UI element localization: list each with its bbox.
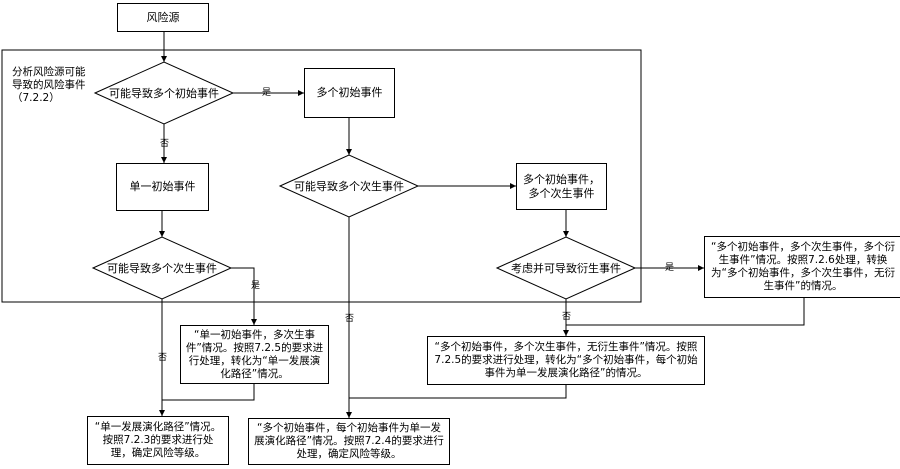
group-label: 分析风险源可能导致的风险事件（7.2.2） (12, 66, 86, 104)
edge-note-single-to-result (162, 384, 255, 401)
multi-initial-secondary-line1: 多个初始事件， (523, 172, 600, 186)
multi-initial-secondary-box: 多个初始事件， 多个次生事件 (516, 163, 607, 210)
note-multi-no-derivative-box: “多个初始事件，多个次生事件，无衍生事件”情况。按照7.2.5的要求进行处理，转… (427, 336, 705, 385)
decision-derivative: 考虑并可导致衍生事件 (511, 262, 621, 275)
risk-source-box: 风险源 (117, 3, 209, 32)
edge-deriv-note-return (566, 298, 805, 326)
single-initial-box: 单一初始事件 (116, 163, 209, 211)
result-multi-path-box: “多个初始事件，每个初始事件为单一发展演化路径”情况。按照7.2.4的要求进行处… (248, 418, 450, 465)
label-no-d1: 否 (160, 139, 170, 149)
result-single-path-box: “单一发展演化路径”情况。按照7.2.3的要求进行处理，确定风险等级。 (87, 416, 229, 465)
edge-d2a-yes (231, 267, 257, 325)
label-no-d2b: 否 (345, 314, 355, 324)
label-no-d2a: 否 (158, 353, 168, 363)
label-no-d3: 否 (562, 312, 572, 322)
decision-multi-secondary-a: 可能导致多个次生事件 (107, 262, 217, 275)
decision-multi-secondary-b: 可能导致多个次生事件 (294, 180, 404, 193)
multi-initial-box: 多个初始事件 (304, 68, 395, 118)
label-yes-d2a: 是 (251, 281, 261, 291)
group-frame (1, 49, 642, 303)
decision-multi-initial: 可能导致多个初始事件 (109, 87, 219, 100)
note-derivative-box: “多个初始事件，多个次生事件，多个衍生事件”情况。按照7.2.6处理，转换为“多… (704, 236, 900, 298)
note-single-multi-box: “单一初始事件，多次生事件”情况。按照7.2.5的要求进行处理，转化为“单一发展… (180, 325, 329, 384)
edge-mnd-to-result (349, 385, 567, 399)
label-yes-d1: 是 (262, 88, 272, 98)
multi-initial-secondary-line2: 多个次生事件 (528, 186, 595, 200)
label-yes-d3: 是 (665, 263, 675, 273)
